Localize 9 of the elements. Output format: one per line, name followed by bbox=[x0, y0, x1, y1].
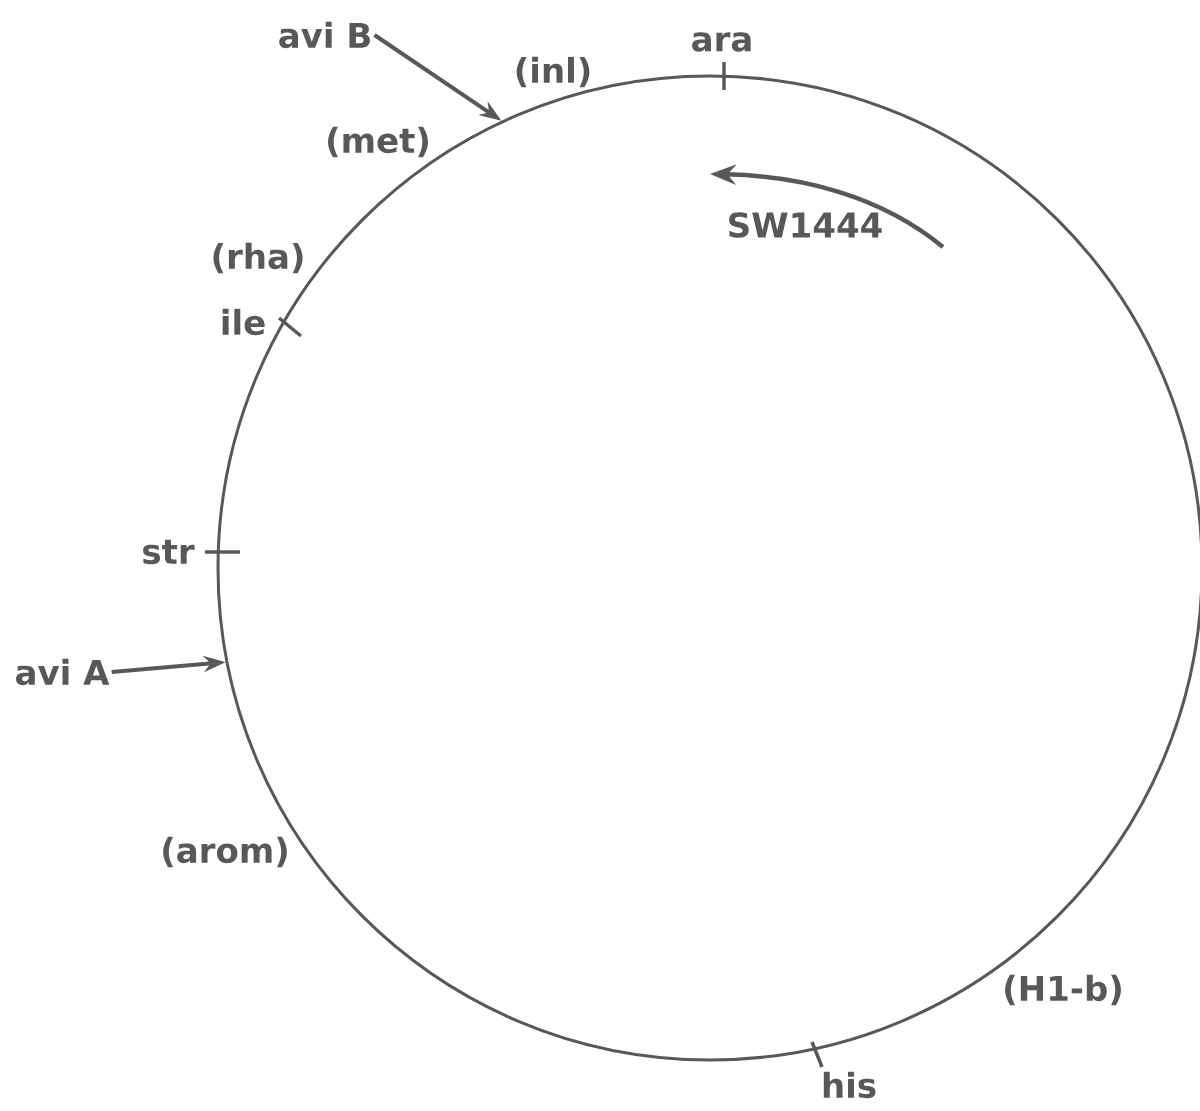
gene-label: (arom) bbox=[163, 836, 287, 868]
gene-label: (rha) bbox=[213, 242, 303, 274]
gene-label: ile bbox=[222, 308, 265, 336]
gene-label: avi A bbox=[16, 658, 110, 686]
gene-label: SW1444 bbox=[729, 212, 882, 238]
gene-label: (inl) bbox=[516, 56, 590, 88]
gene-label: (met) bbox=[328, 126, 428, 158]
gene-label: (H1-b) bbox=[1005, 974, 1121, 1006]
gene-label: avi B bbox=[279, 21, 370, 49]
